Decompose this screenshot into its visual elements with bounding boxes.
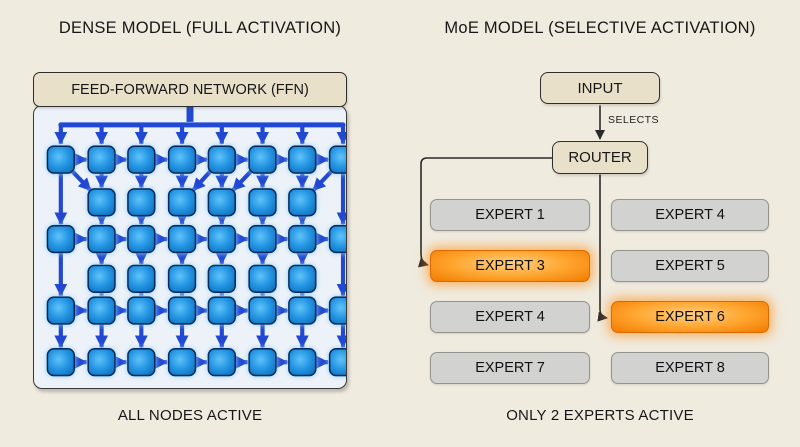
experts-grid: EXPERT 1 EXPERT 4 EXPERT 3 EXPERT 5 EXPERT 4… xyxy=(430,199,769,384)
dense-network-panel xyxy=(33,105,347,389)
expert-box-4: EXPERT 4 xyxy=(430,301,590,333)
expert-box-6: EXPERT 7 xyxy=(430,352,590,384)
dense-node xyxy=(248,347,277,377)
dense-node xyxy=(248,296,277,325)
arrow xyxy=(68,167,93,192)
dense-model-title: DENSE MODEL (FULL ACTIVATION) xyxy=(58,19,342,37)
expert-box-2-active: EXPERT 3 xyxy=(430,250,590,282)
dense-node xyxy=(127,188,156,217)
dense-node xyxy=(87,347,116,377)
dense-node xyxy=(207,188,237,217)
dense-node xyxy=(288,296,317,325)
expert-box-3: EXPERT 5 xyxy=(611,250,769,282)
input-box: INPUT xyxy=(540,72,660,104)
dense-node xyxy=(127,264,156,293)
dense-node xyxy=(207,145,237,174)
arrow xyxy=(231,167,256,192)
selects-label: SELECTS xyxy=(608,114,659,126)
dense-node xyxy=(248,145,277,174)
ffn-label: FEED-FORWARD NETWORK (FFN) xyxy=(71,81,309,98)
dense-node xyxy=(87,296,116,325)
moe-caption: ONLY 2 EXPERTS ACTIVE xyxy=(506,407,694,424)
dense-node xyxy=(127,347,156,377)
dense-node xyxy=(328,347,346,377)
dense-node xyxy=(248,264,277,293)
dense-node xyxy=(127,224,156,254)
arrow xyxy=(191,167,215,192)
dense-node xyxy=(328,296,346,325)
arrow xyxy=(311,167,336,192)
dense-node xyxy=(46,296,76,325)
dense-node xyxy=(207,347,237,377)
dense-node xyxy=(288,224,317,254)
dense-node xyxy=(127,145,156,174)
dense-network-svg xyxy=(46,106,346,377)
dense-node xyxy=(167,145,197,174)
dense-node xyxy=(167,347,197,377)
moe-model-title: MoE MODEL (SELECTIVE ACTIVATION) xyxy=(444,19,756,37)
expert-box-7: EXPERT 8 xyxy=(611,352,769,384)
dense-node xyxy=(87,224,116,254)
ffn-box: FEED-FORWARD NETWORK (FFN) xyxy=(33,72,347,107)
dense-node xyxy=(46,347,76,377)
router-box: ROUTER xyxy=(552,141,648,174)
expert-box-1: EXPERT 4 xyxy=(611,199,769,231)
expert-box-5-active: EXPERT 6 xyxy=(611,301,769,333)
dense-node xyxy=(207,264,237,293)
dense-node xyxy=(167,296,197,325)
dense-node xyxy=(207,224,237,254)
dense-node xyxy=(328,145,346,174)
dense-node xyxy=(288,347,317,377)
dense-node xyxy=(328,224,346,254)
dense-node xyxy=(87,188,116,217)
dense-nodes xyxy=(46,145,346,377)
dense-node xyxy=(248,224,277,254)
dense-node xyxy=(167,264,197,293)
router-label: ROUTER xyxy=(568,149,632,166)
dense-node xyxy=(127,296,156,325)
dense-node xyxy=(167,224,197,254)
dense-caption: ALL NODES ACTIVE xyxy=(117,407,263,424)
dense-node xyxy=(46,145,76,174)
dense-node xyxy=(288,264,317,293)
dense-node xyxy=(248,188,277,217)
dense-node xyxy=(167,188,197,217)
dense-node xyxy=(46,224,76,254)
dense-node xyxy=(87,145,116,174)
dense-arrows xyxy=(54,106,346,369)
expert-box-0: EXPERT 1 xyxy=(430,199,590,231)
dense-node xyxy=(288,145,317,174)
input-label: INPUT xyxy=(577,79,623,97)
dense-node xyxy=(207,296,237,325)
dense-node xyxy=(87,264,116,293)
dense-node xyxy=(288,188,317,217)
